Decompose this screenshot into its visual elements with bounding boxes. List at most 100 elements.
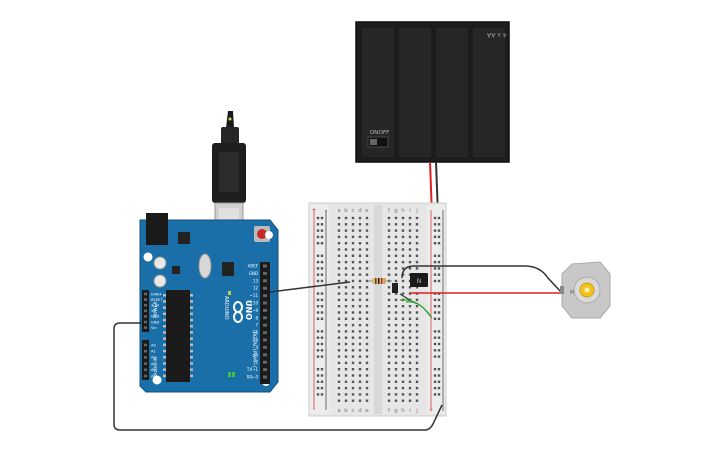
rail-hole[interactable]	[320, 216, 324, 220]
breadboard-hole[interactable]	[358, 323, 362, 327]
rail-hole[interactable]	[433, 260, 437, 264]
rail-hole[interactable]	[316, 216, 320, 220]
breadboard-hole[interactable]	[394, 330, 398, 333]
breadboard-hole[interactable]	[401, 386, 405, 390]
breadboard-hole[interactable]	[351, 342, 355, 346]
rail-hole[interactable]	[437, 336, 441, 339]
digital-pin-hole[interactable]	[263, 294, 267, 298]
rail-hole[interactable]	[316, 349, 320, 352]
breadboard-hole[interactable]	[394, 229, 398, 232]
breadboard-hole[interactable]	[365, 330, 369, 333]
breadboard-hole[interactable]	[415, 342, 419, 346]
breadboard-hole[interactable]	[351, 349, 355, 352]
breadboard-hole[interactable]	[387, 235, 391, 239]
breadboard-hole[interactable]	[337, 317, 341, 320]
digital-pin-hole[interactable]	[263, 338, 267, 342]
rail-hole[interactable]	[437, 393, 441, 396]
breadboard-hole[interactable]	[415, 380, 419, 383]
breadboard-hole[interactable]	[358, 342, 362, 346]
breadboard-hole[interactable]	[401, 399, 405, 402]
breadboard-hole[interactable]	[394, 349, 398, 352]
breadboard-hole[interactable]	[358, 260, 362, 264]
breadboard-hole[interactable]	[401, 267, 405, 270]
breadboard-hole[interactable]	[365, 336, 369, 339]
breadboard-hole[interactable]	[365, 254, 369, 257]
breadboard-hole[interactable]	[344, 279, 348, 283]
breadboard-hole[interactable]	[337, 305, 341, 308]
breadboard-hole[interactable]	[344, 298, 348, 302]
rail-hole[interactable]	[437, 298, 441, 302]
rail-hole[interactable]	[437, 368, 441, 371]
rail-hole[interactable]	[316, 342, 320, 346]
rail-hole[interactable]	[316, 386, 320, 390]
breadboard-hole[interactable]	[387, 273, 391, 276]
analog-pin-hole[interactable]	[144, 349, 147, 353]
breadboard-hole[interactable]	[401, 311, 405, 314]
breadboard-hole[interactable]	[358, 216, 362, 220]
breadboard-hole[interactable]	[344, 242, 348, 245]
breadboard-hole[interactable]	[415, 336, 419, 339]
breadboard-hole[interactable]	[351, 223, 355, 226]
breadboard-hole[interactable]	[358, 368, 362, 371]
rail-hole[interactable]	[316, 254, 320, 257]
breadboard-hole[interactable]	[387, 311, 391, 314]
breadboard-hole[interactable]	[415, 374, 419, 377]
breadboard-hole[interactable]	[394, 342, 398, 346]
reset-button[interactable]	[254, 226, 270, 242]
rail-hole[interactable]	[437, 279, 441, 283]
breadboard-hole[interactable]	[344, 229, 348, 232]
digital-pin-hole[interactable]	[263, 316, 267, 320]
breadboard-hole[interactable]	[358, 242, 362, 245]
analog-pin-hole[interactable]	[144, 368, 147, 372]
rail-hole[interactable]	[316, 267, 320, 270]
digital-pin-hole[interactable]	[263, 286, 267, 290]
breadboard-hole[interactable]	[351, 292, 355, 295]
battery-switch[interactable]	[367, 136, 389, 148]
breadboard-hole[interactable]	[365, 242, 369, 245]
rail-hole[interactable]	[320, 336, 324, 339]
rail-hole[interactable]	[316, 393, 320, 396]
rail-hole[interactable]	[316, 229, 320, 232]
rail-hole[interactable]	[320, 355, 324, 358]
breadboard-hole[interactable]	[351, 260, 355, 264]
breadboard-hole[interactable]	[408, 399, 412, 402]
breadboard-hole[interactable]	[344, 361, 348, 365]
breadboard-hole[interactable]	[408, 336, 412, 339]
breadboard-hole[interactable]	[344, 267, 348, 270]
breadboard-hole[interactable]	[394, 248, 398, 251]
rail-hole[interactable]	[433, 374, 437, 377]
breadboard-hole[interactable]	[415, 235, 419, 239]
rail-hole[interactable]	[320, 311, 324, 314]
breadboard-hole[interactable]	[394, 267, 398, 270]
breadboard-hole[interactable]	[394, 254, 398, 257]
rail-hole[interactable]	[433, 305, 437, 308]
breadboard-hole[interactable]	[394, 305, 398, 308]
digital-header[interactable]	[260, 262, 270, 384]
rail-hole[interactable]	[320, 342, 324, 346]
ground-wire[interactable]	[113, 322, 443, 431]
rail-hole[interactable]	[320, 368, 324, 371]
digital-header-holes[interactable]	[263, 264, 267, 379]
breadboard-hole[interactable]	[358, 374, 362, 377]
breadboard-hole[interactable]	[394, 368, 398, 371]
breadboard-hole[interactable]	[408, 223, 412, 226]
breadboard-hole[interactable]	[358, 273, 362, 276]
breadboard-hole[interactable]	[344, 323, 348, 327]
rail-hole[interactable]	[316, 317, 320, 320]
rail-hole[interactable]	[437, 267, 441, 270]
breadboard-hole[interactable]	[344, 260, 348, 264]
digital-pin-hole[interactable]	[263, 375, 267, 379]
breadboard-hole[interactable]	[351, 242, 355, 245]
breadboard-holes[interactable]	[316, 216, 441, 402]
breadboard-hole[interactable]	[408, 267, 412, 270]
analog-pin-hole[interactable]	[144, 343, 147, 347]
breadboard-hole[interactable]	[408, 386, 412, 390]
breadboard-hole[interactable]	[394, 216, 398, 220]
breadboard-hole[interactable]	[401, 393, 405, 396]
breadboard-hole[interactable]	[401, 380, 405, 383]
breadboard-hole[interactable]	[394, 374, 398, 377]
battery-pack[interactable]: 4 x AA ON OFF	[355, 21, 510, 163]
rail-hole[interactable]	[433, 380, 437, 383]
breadboard-hole[interactable]	[337, 399, 341, 402]
